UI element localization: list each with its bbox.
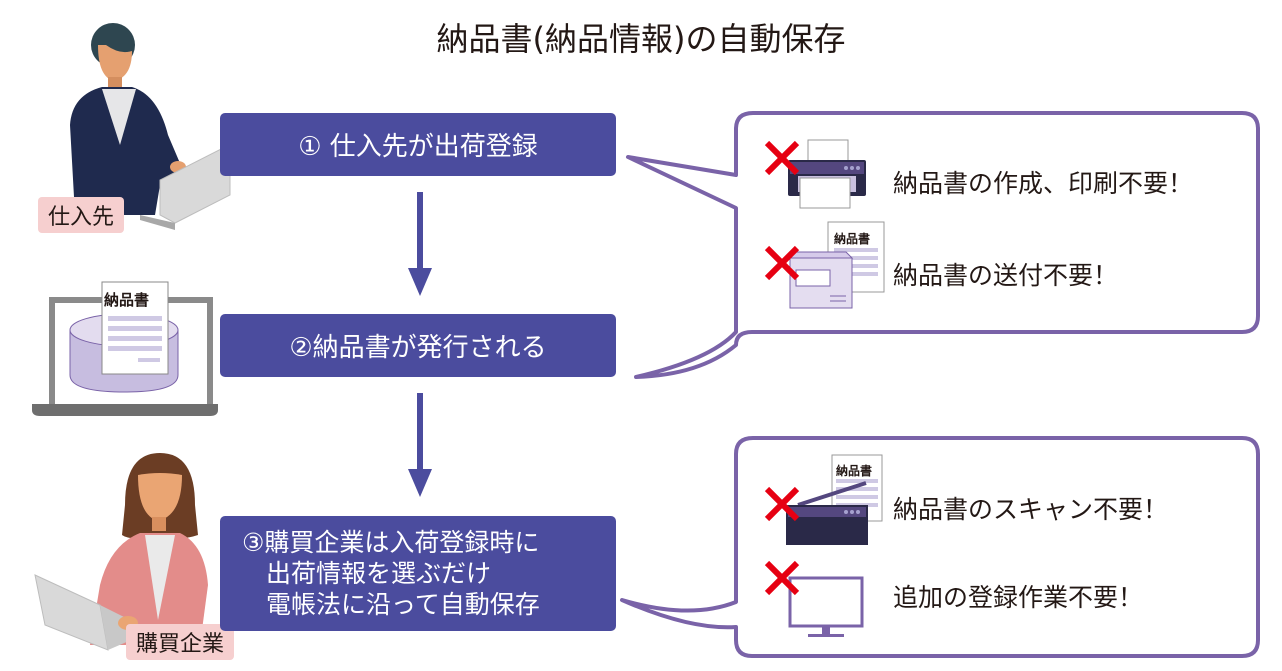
scanner-doc-label: 納品書 (836, 464, 873, 478)
arrow-step2-to-step3 (408, 393, 432, 497)
cross-icon (764, 140, 800, 176)
step-3-line-3: 電帳法に沿って自動保存 (266, 590, 540, 619)
bubble-2-item-2-text: 追加の登録作業不要！ (893, 583, 1144, 612)
step-2-label: ②納品書が発行される (289, 333, 547, 363)
diagram-title: 納品書(納品情報)の自動保存 (436, 20, 846, 58)
bubble-1-item-2-text: 納品書の送付不要！ (893, 261, 1119, 290)
step-3-box: ③購買企業は入荷登録時に 出荷情報を選ぶだけ 電帳法に沿って自動保存 (220, 516, 616, 631)
cross-icon (764, 486, 800, 522)
supplier-person-illustration (70, 23, 231, 230)
system-doc-label: 納品書 (104, 291, 150, 309)
arrow-step1-to-step2 (408, 192, 432, 296)
buyer-tag: 購買企業 (126, 624, 235, 660)
bubble-1-item-1-text: 納品書の作成、印刷不要！ (893, 169, 1194, 198)
monitor-icon (788, 576, 864, 637)
step-2-box: ②納品書が発行される (220, 314, 616, 377)
scanner-icon (786, 454, 883, 545)
cross-icon (764, 560, 800, 596)
step-1-label: ① 仕入先が出荷登録 (298, 132, 538, 162)
envelope-icon (788, 221, 885, 309)
bubble-2-item-1-text: 納品書のスキャン不要！ (893, 495, 1169, 524)
step-1-box: ① 仕入先が出荷登録 (220, 113, 616, 176)
envelope-doc-label: 納品書 (834, 232, 871, 246)
cross-icon (764, 245, 800, 281)
supplier-tag: 仕入先 (38, 197, 125, 233)
system-database-illustration (32, 281, 218, 416)
printer-icon (788, 139, 866, 209)
step-3-line-2: 出荷情報を選ぶだけ (266, 559, 492, 588)
step-3-line-1: ③購買企業は入荷登録時に (242, 528, 540, 557)
buyer-person-illustration (34, 453, 208, 651)
